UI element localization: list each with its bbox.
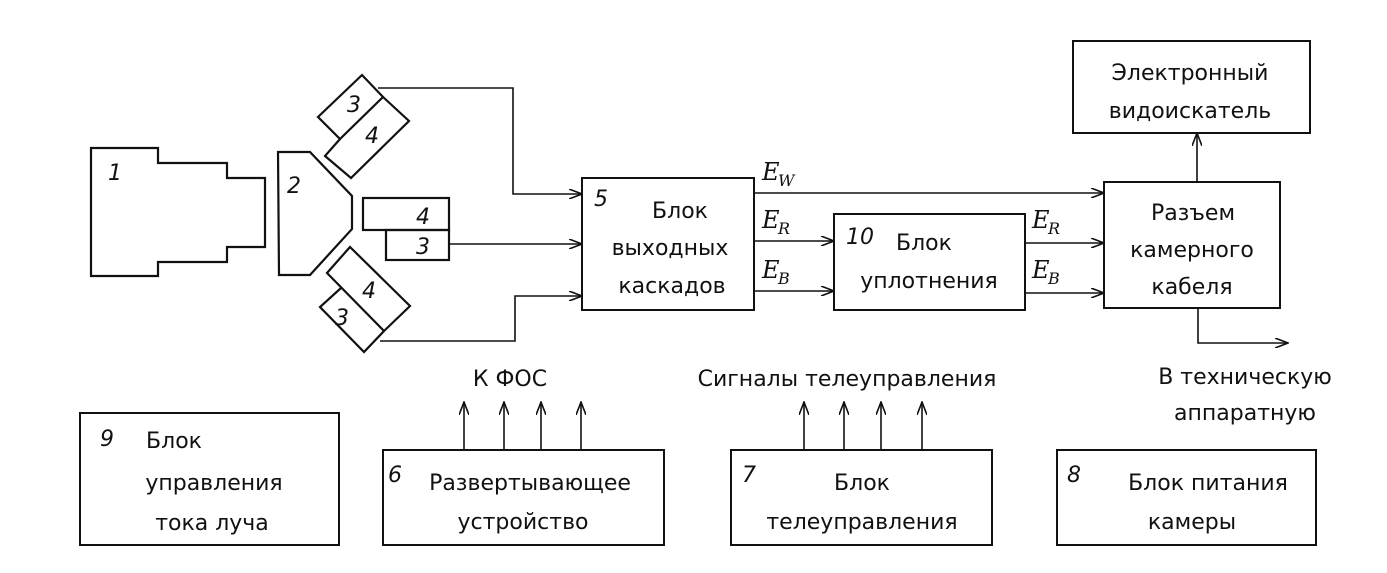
viewfinder-line-1: Электронный bbox=[1112, 61, 1269, 86]
cable-connector-line-2: камерного bbox=[1130, 238, 1254, 263]
block-9-line-3: тока луча bbox=[155, 511, 269, 536]
signal-label-er-2: E R bbox=[1031, 206, 1060, 238]
block-8-number: 8 bbox=[1067, 463, 1081, 488]
block-7-line-1: Блок bbox=[834, 471, 890, 496]
label-to-fos: К ФОС bbox=[473, 367, 547, 392]
component-1-number: 1 bbox=[108, 161, 122, 186]
block-10-multiplexer: 10 Блок уплотнения bbox=[833, 213, 1026, 311]
tube-group-upper: 3 4 bbox=[316, 73, 411, 180]
block-6-number: 6 bbox=[388, 463, 402, 488]
signal-er2-sub: R bbox=[1047, 219, 1060, 238]
block-8-power-supply: 8 Блок питания камеры bbox=[1056, 449, 1317, 546]
connector-to-control-room bbox=[1197, 308, 1288, 343]
block-5-number: 5 bbox=[594, 187, 608, 212]
signal-er2-main: E bbox=[1031, 206, 1050, 234]
component-2-prism: 2 bbox=[276, 150, 354, 277]
signal-er1-main: E bbox=[761, 206, 780, 234]
cable-connector-line-3: кабеля bbox=[1151, 275, 1232, 300]
tube-lower-label-3: 3 bbox=[335, 306, 349, 331]
block-9-line-1: Блок bbox=[146, 429, 202, 454]
block-5-line-2: выходных bbox=[612, 236, 729, 261]
signal-label-ew: E W bbox=[761, 158, 796, 190]
block-7-number: 7 bbox=[742, 463, 756, 488]
signal-er1-sub: R bbox=[777, 219, 790, 238]
tube-group-lower: 4 3 bbox=[318, 245, 412, 354]
connector-upper-tube-to-block5 bbox=[378, 87, 582, 194]
signal-ew-main: E bbox=[761, 158, 780, 186]
tube-upper-label-4: 4 bbox=[365, 124, 379, 149]
signal-label-er-1: E R bbox=[761, 206, 790, 238]
block-9-number: 9 bbox=[100, 427, 114, 452]
tube-group-middle: 4 3 bbox=[361, 196, 451, 262]
block-5-output-stages: 5 Блок выходных каскадов bbox=[581, 177, 755, 311]
cable-connector-line-1: Разъем bbox=[1151, 201, 1235, 226]
tube-middle-label-3: 3 bbox=[416, 235, 430, 260]
signal-eb2-main: E bbox=[1031, 256, 1050, 284]
block-10-line-2: уплотнения bbox=[860, 269, 998, 294]
signal-ew-sub: W bbox=[778, 171, 796, 190]
block-viewfinder: Электронный видоискатель bbox=[1072, 40, 1311, 134]
block-10-line-1: Блок bbox=[896, 231, 952, 256]
signal-eb1-sub: B bbox=[777, 269, 790, 288]
signal-label-eb-1: E B bbox=[761, 256, 790, 288]
block-6-scanning-device: 6 Развертывающее устройство bbox=[382, 449, 665, 546]
block-9-line-2: управления bbox=[145, 471, 282, 496]
block-cable-connector: Разъем камерного кабеля bbox=[1103, 181, 1281, 309]
component-1-lens-block: 1 bbox=[89, 146, 267, 278]
label-remote-signals: Сигналы телеуправления bbox=[698, 367, 997, 392]
viewfinder-line-2: видоискатель bbox=[1109, 99, 1271, 124]
block-5-line-1: Блок bbox=[652, 199, 708, 224]
signal-eb2-sub: B bbox=[1047, 269, 1060, 288]
label-to-control-room-line-1: В техническую bbox=[1158, 365, 1332, 390]
block-7-remote-control: 7 Блок телеуправления bbox=[730, 449, 993, 546]
connector-lower-tube-to-block5 bbox=[380, 296, 582, 342]
label-to-control-room-line-2: аппаратную bbox=[1174, 401, 1316, 426]
block-10-number: 10 bbox=[846, 225, 874, 250]
block-5-line-3: каскадов bbox=[618, 274, 725, 299]
signal-eb1-main: E bbox=[761, 256, 780, 284]
signal-label-eb-2: E B bbox=[1031, 256, 1060, 288]
tube-upper-label-3: 3 bbox=[347, 93, 361, 118]
block-7-line-2: телеуправления bbox=[766, 510, 957, 535]
block-6-line-1: Развертывающее bbox=[429, 471, 631, 496]
block-9-beam-control: 9 Блок управления тока луча bbox=[79, 412, 340, 546]
block-6-line-2: устройство bbox=[458, 510, 589, 535]
tube-lower-label-4: 4 bbox=[362, 279, 376, 304]
component-2-number: 2 bbox=[287, 174, 301, 199]
block-8-line-1: Блок питания bbox=[1128, 471, 1288, 496]
tube-middle-label-4: 4 bbox=[416, 205, 430, 230]
block-8-line-2: камеры bbox=[1148, 510, 1236, 535]
